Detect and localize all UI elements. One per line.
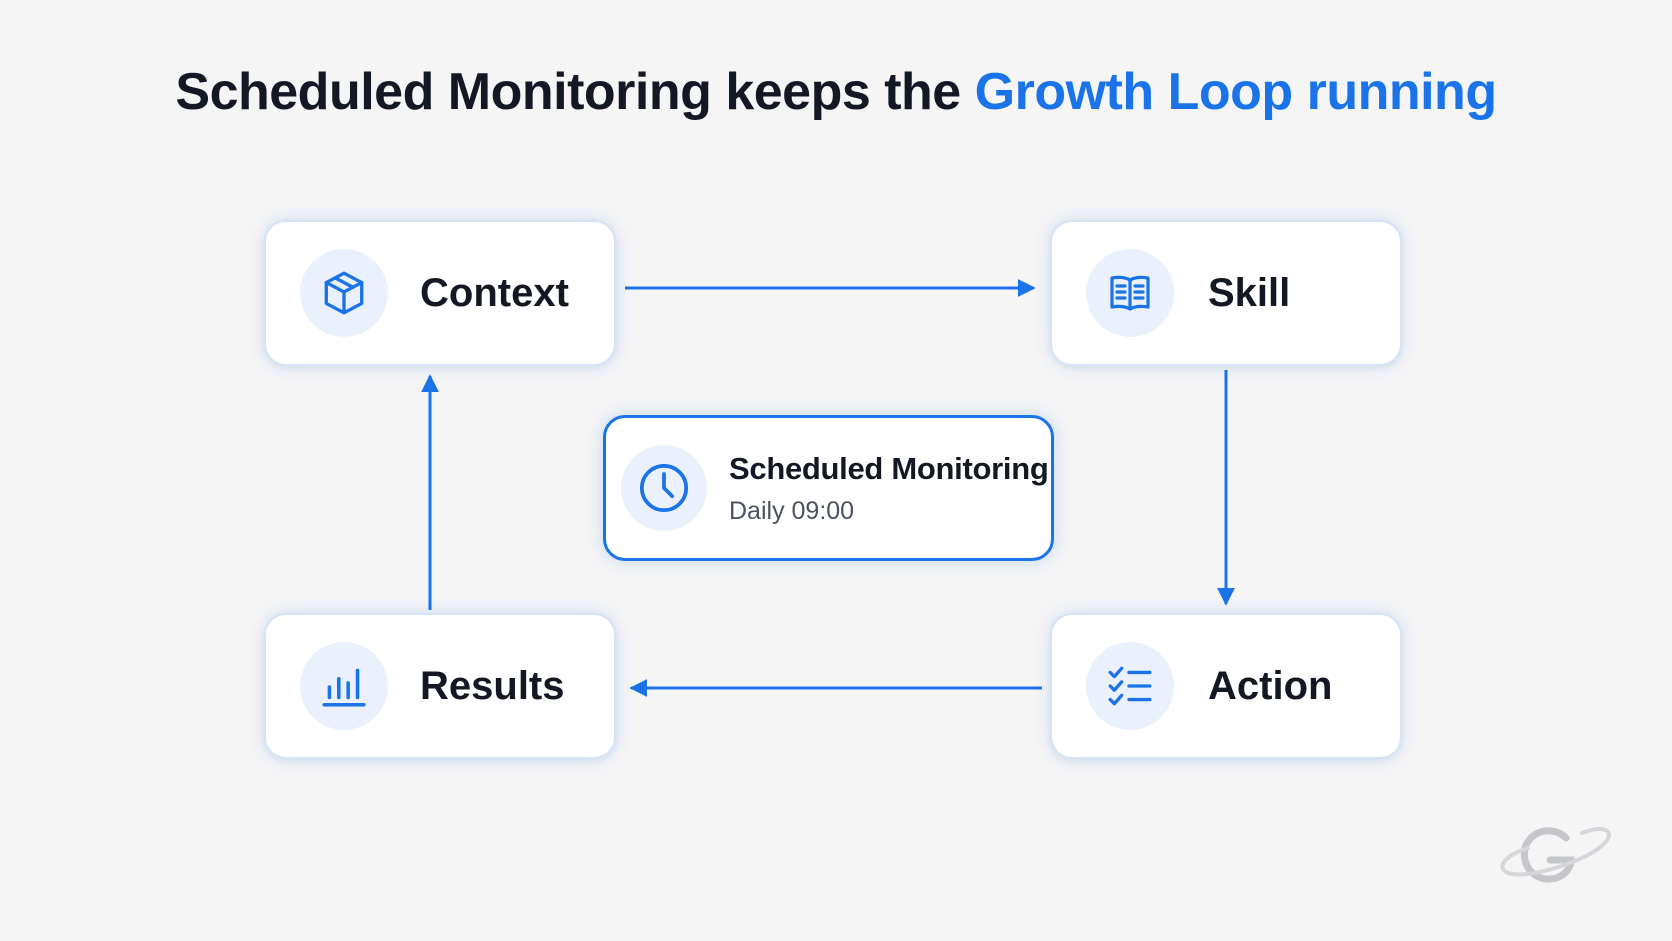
bar-chart-icon [300, 642, 388, 730]
cube-icon [300, 249, 388, 337]
node-skill: Skill [1050, 220, 1402, 366]
g-orbit-logo [1498, 826, 1614, 899]
node-context: Context [264, 220, 616, 366]
monitoring-title: Scheduled Monitoring [729, 450, 1049, 486]
node-results: Results [264, 613, 616, 759]
title-highlight: Growth Loop running [974, 63, 1497, 121]
node-skill-label: Skill [1208, 270, 1291, 315]
node-context-label: Context [420, 270, 569, 315]
page-title: Scheduled Monitoring keeps the Growth Lo… [0, 62, 1672, 122]
open-book-icon [1086, 249, 1174, 337]
scheduled-monitoring-card: Scheduled Monitoring Daily 09:00 [603, 415, 1054, 561]
title-prefix: Scheduled Monitoring keeps the [175, 63, 961, 121]
node-action: Action [1050, 613, 1402, 759]
node-action-label: Action [1208, 663, 1333, 708]
node-results-label: Results [420, 663, 565, 708]
clock-icon [621, 445, 707, 531]
checklist-icon [1086, 642, 1174, 730]
monitoring-schedule: Daily 09:00 [729, 496, 855, 525]
